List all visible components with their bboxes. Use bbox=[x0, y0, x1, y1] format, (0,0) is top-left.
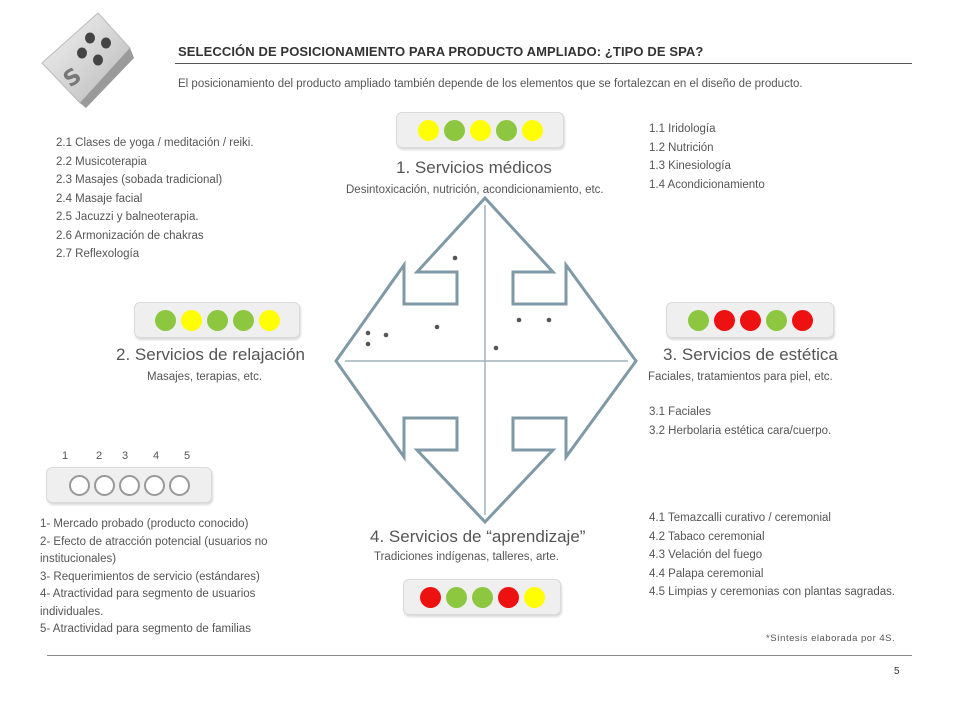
list-item: 2.5 Jacuzzi y balneoterapia. bbox=[56, 211, 199, 223]
rating-dot bbox=[180, 309, 202, 331]
legend-criterion: 2- Efecto de atracción potencial (usuari… bbox=[40, 535, 268, 548]
marker-dot bbox=[365, 330, 371, 336]
relaxation-title: 2. Servicios de relajación bbox=[116, 345, 305, 364]
legend-criteria-list: 1- Mercado probado (producto conocido) 2… bbox=[40, 516, 268, 639]
list-item: 4.1 Temazcalli curativo / ceremonial bbox=[649, 512, 831, 524]
rating-dot bbox=[471, 586, 493, 608]
marker-dot bbox=[434, 324, 440, 330]
list-item: 2.1 Clases de yoga / meditación / reiki. bbox=[56, 137, 254, 149]
learning-item-list: 4.1 Temazcalli curativo / ceremonial 4.2… bbox=[649, 509, 895, 602]
source-note: *Síntesis elaborada por 4S. bbox=[766, 633, 896, 644]
legend-empty-circle bbox=[143, 474, 165, 496]
marker-dot bbox=[516, 317, 522, 323]
legend-number: 1 bbox=[62, 450, 69, 462]
legend-number: 5 bbox=[184, 450, 191, 462]
legend-empty-circle bbox=[93, 474, 115, 496]
aesthetic-subtitle: Faciales, tratamientos para piel, etc. bbox=[648, 371, 833, 383]
rating-dot bbox=[523, 586, 545, 608]
legend-criterion: 4- Atractividad para segmento de usuario… bbox=[40, 588, 256, 600]
legend-criterion: 1- Mercado probado (producto conocido) bbox=[40, 518, 249, 530]
marker-dot bbox=[493, 345, 499, 351]
marker-dot bbox=[365, 341, 371, 347]
rating-dot bbox=[206, 309, 228, 331]
list-item: 4.3 Velación del fuego bbox=[649, 549, 763, 561]
list-item: 1.1 Iridología bbox=[649, 123, 716, 135]
list-item: 1.3 Kinesiología bbox=[649, 160, 731, 172]
rating-dot bbox=[791, 309, 813, 331]
rating-dot bbox=[445, 586, 467, 608]
list-item: 2.6 Armonización de chakras bbox=[56, 229, 204, 242]
rating-dot bbox=[687, 309, 709, 331]
list-item: 3.1 Faciales bbox=[649, 406, 712, 418]
page-number: 5 bbox=[894, 666, 900, 677]
page-subtitle: El posicionamiento del producto ampliado… bbox=[178, 78, 803, 90]
aesthetic-item-list: 3.1 Faciales 3.2 Herbolaria estética car… bbox=[649, 403, 831, 440]
rating-dot bbox=[765, 309, 787, 331]
legend-number: 2 bbox=[96, 450, 103, 462]
list-item: 1.2 Nutrición bbox=[649, 141, 714, 154]
rating-panel-aesthetic bbox=[666, 302, 834, 338]
title-divider bbox=[175, 63, 912, 64]
legend-criterion: 5- Atractividad para segmento de familia… bbox=[40, 623, 251, 635]
legend-criterion: institucionales) bbox=[40, 553, 117, 565]
rating-dot bbox=[495, 119, 517, 141]
legend-number: 3 bbox=[122, 450, 129, 462]
marker-dot bbox=[452, 255, 458, 261]
medical-subtitle: Desintoxicación, nutrición, acondicionam… bbox=[346, 184, 604, 196]
rating-dot bbox=[713, 309, 735, 331]
marker-dot bbox=[546, 317, 552, 323]
learning-subtitle: Tradiciones indígenas, talleres, arte. bbox=[374, 551, 559, 563]
list-item: 2.7 Reflexología bbox=[56, 248, 140, 260]
relaxation-subtitle: Masajes, terapias, etc. bbox=[147, 371, 263, 383]
rating-dot bbox=[154, 309, 176, 331]
rating-panel-learning bbox=[403, 579, 561, 615]
learning-title: 4. Servicios de “aprendizaje” bbox=[370, 527, 586, 546]
legend-criterion: 3- Requerimientos de servicio (estándare… bbox=[40, 570, 260, 583]
rating-dot bbox=[443, 119, 465, 141]
legend-empty-circle bbox=[118, 474, 140, 496]
rating-panel-medical bbox=[396, 112, 564, 148]
rating-dot bbox=[469, 119, 491, 141]
medical-item-list: 1.1 Iridología 1.2 Nutrición 1.3 Kinesio… bbox=[649, 120, 765, 194]
rating-dot bbox=[739, 309, 761, 331]
list-item: 2.2 Musicoterapia bbox=[56, 155, 147, 168]
rating-dot bbox=[521, 119, 543, 141]
list-item: 4.4 Palapa ceremonial bbox=[649, 567, 764, 580]
medical-title: 1. Servicios médicos bbox=[396, 158, 552, 177]
list-item: 4.2 Tabaco ceremonial bbox=[649, 530, 765, 543]
rating-dot bbox=[497, 586, 519, 608]
dice-logo: S bbox=[41, 12, 134, 108]
cross-arrow-shape bbox=[334, 195, 638, 525]
footer-divider bbox=[47, 655, 912, 656]
rating-dot bbox=[232, 309, 254, 331]
relaxation-item-list: 2.1 Clases de yoga / meditación / reiki.… bbox=[56, 134, 254, 264]
rating-dot bbox=[417, 119, 439, 141]
rating-dot bbox=[419, 586, 441, 608]
rating-panel-relaxation bbox=[134, 302, 300, 338]
legend-empty-circle bbox=[168, 474, 190, 496]
list-item: 3.2 Herbolaria estética cara/cuerpo. bbox=[649, 424, 832, 437]
legend-empty-circle bbox=[68, 474, 90, 496]
list-item: 2.4 Masaje facial bbox=[56, 192, 143, 205]
aesthetic-title: 3. Servicios de estética bbox=[663, 345, 838, 364]
list-item: 2.3 Masajes (sobada tradicional) bbox=[56, 174, 223, 186]
marker-dot bbox=[383, 332, 389, 338]
legend-panel bbox=[46, 467, 212, 503]
legend-number: 4 bbox=[153, 450, 160, 462]
page-title: SELECCIÓN DE POSICIONAMIENTO PARA PRODUC… bbox=[178, 44, 704, 59]
rating-dot bbox=[258, 309, 280, 331]
list-item: 1.4 Acondicionamiento bbox=[649, 178, 765, 191]
list-item: 4.5 Limpias y ceremonias con plantas sag… bbox=[649, 586, 896, 598]
legend-criterion: individuales. bbox=[40, 605, 104, 618]
